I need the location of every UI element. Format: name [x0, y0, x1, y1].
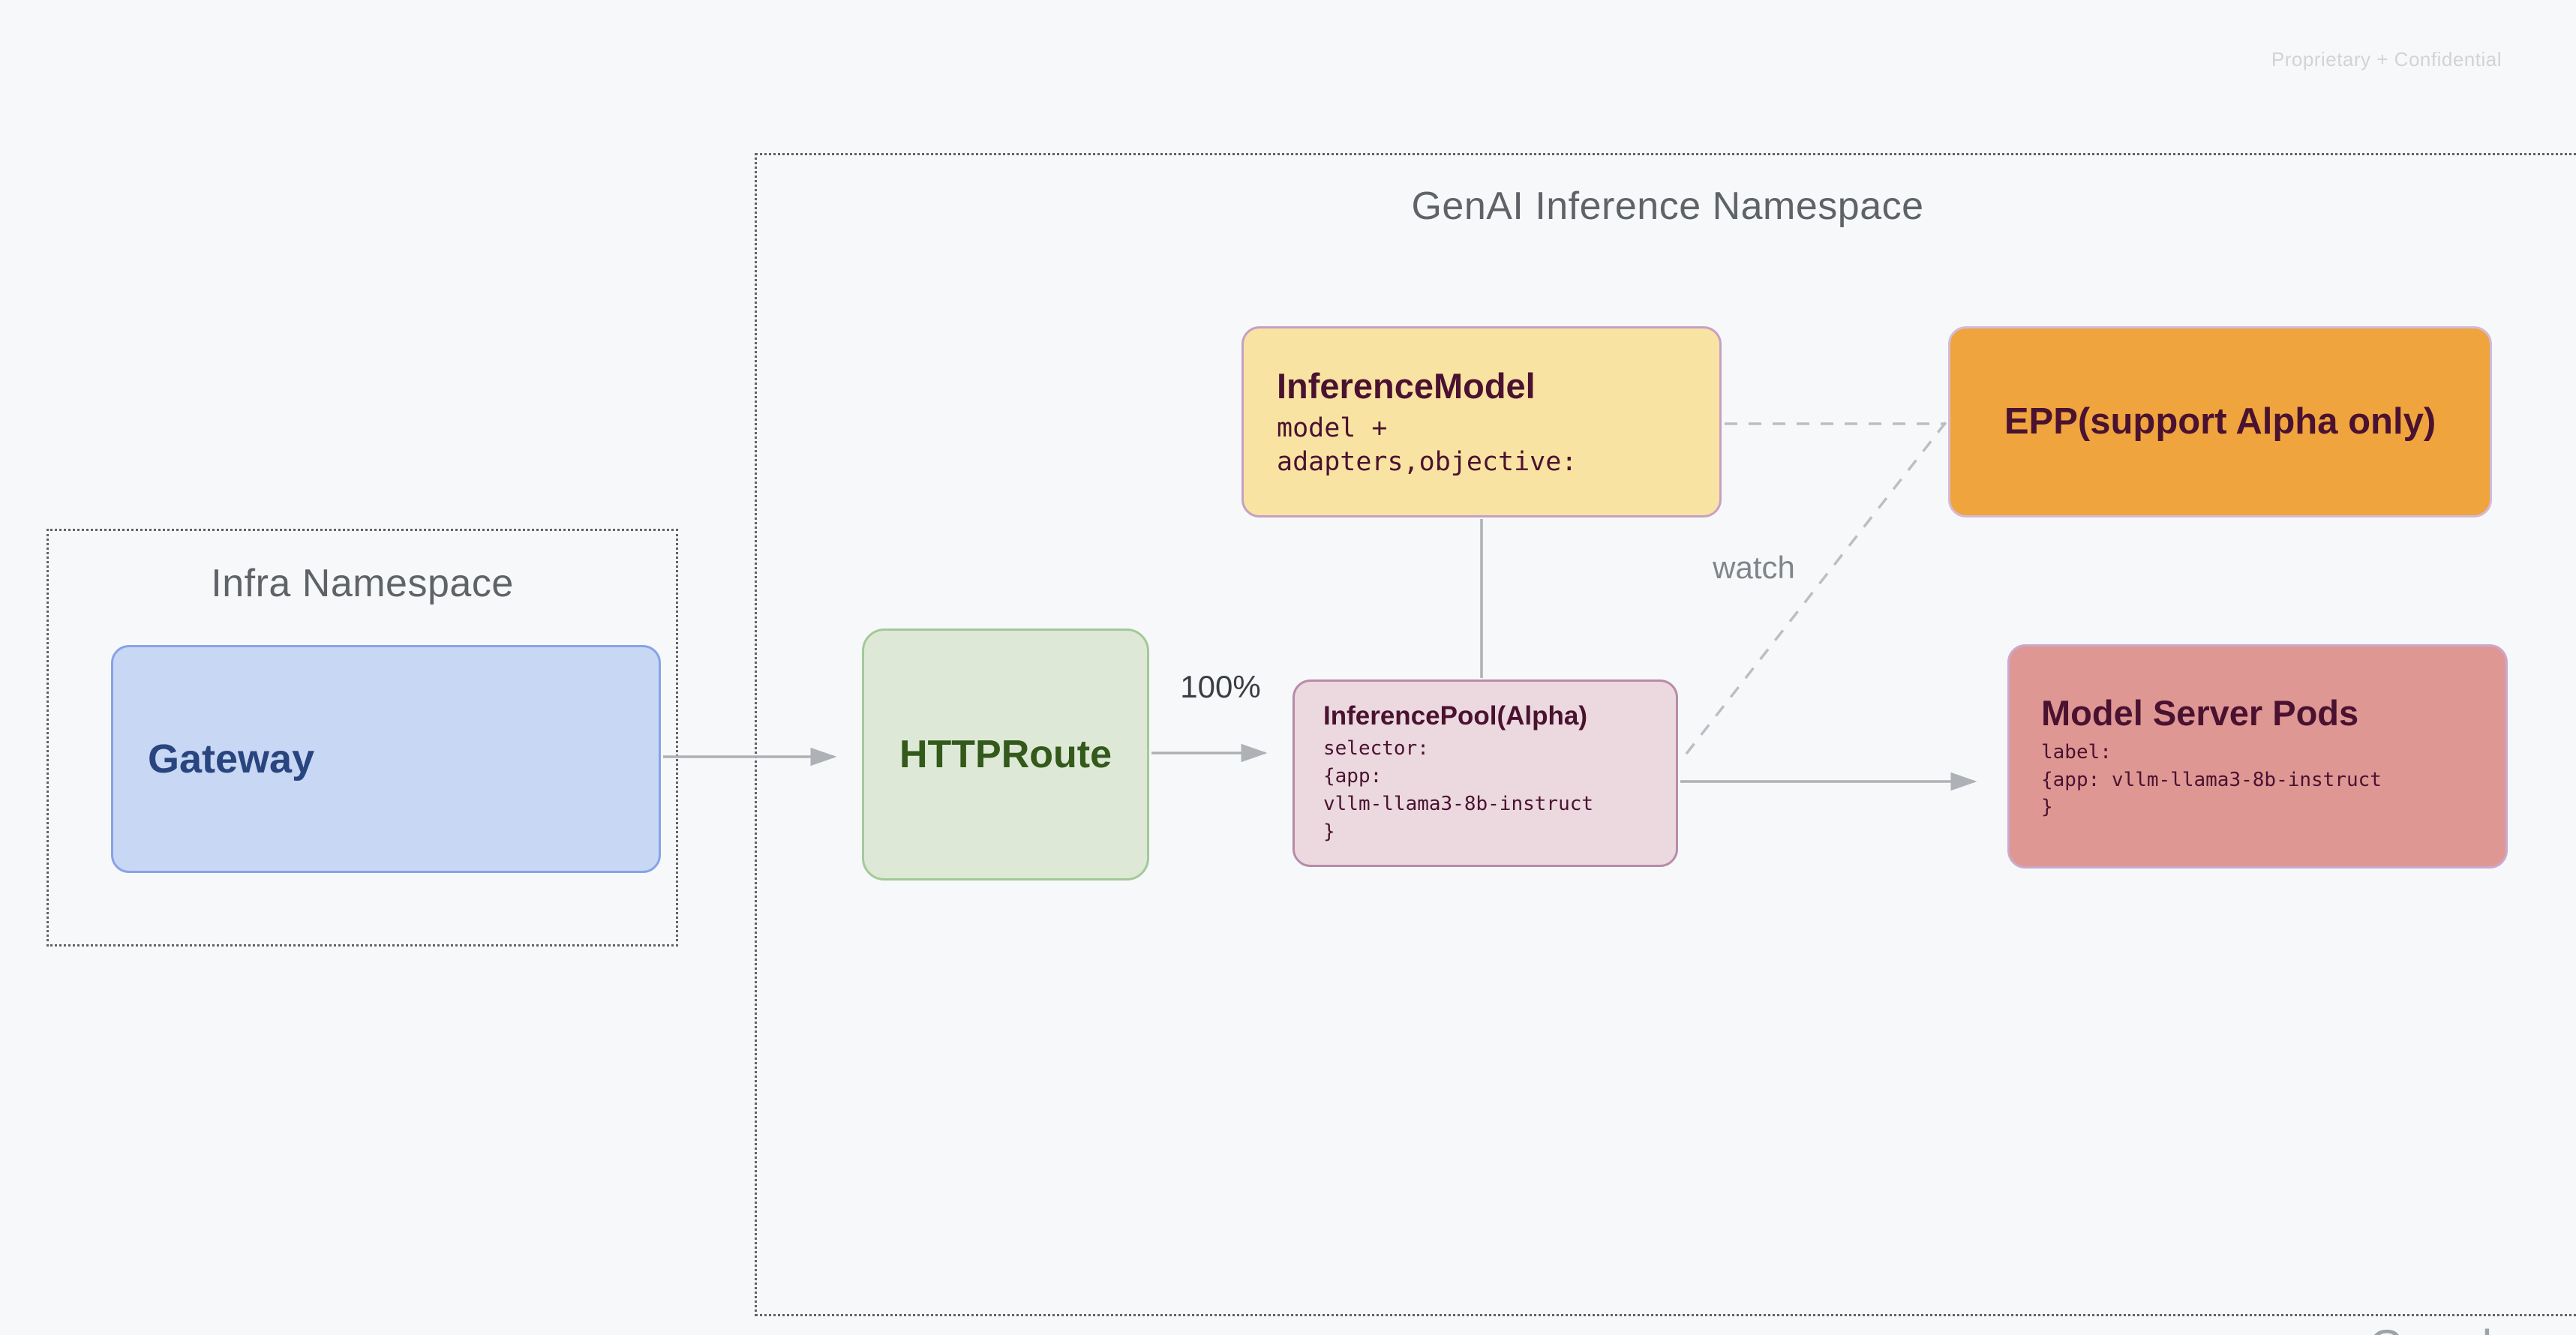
- watch-label: watch: [1713, 550, 1795, 585]
- traffic-split-label: 100%: [1180, 669, 1261, 704]
- infra-namespace-title: Infra Namespace: [211, 562, 514, 605]
- model-server-pods-node-spec: label: {app: vllm-llama3-8b-instruct }: [2041, 741, 2382, 818]
- httproute-node-title: HTTPRoute: [899, 732, 1112, 776]
- gateway-node-title: Gateway: [148, 736, 315, 782]
- httproute-node: HTTPRoute: [862, 628, 1149, 880]
- epp-node-title: EPP(support Alpha only): [2004, 401, 2436, 442]
- inference-pool-node: InferencePool(Alpha) selector: {app: vll…: [1293, 680, 1678, 867]
- inference-model-node-title: InferenceModel: [1277, 365, 1536, 406]
- genai-namespace-title: GenAI Inference Namespace: [1411, 184, 1924, 228]
- confidential-watermark: Proprietary + Confidential: [2271, 48, 2502, 70]
- inference-pool-node-spec: selector: {app: vllm-llama3-8b-instruct …: [1323, 737, 1594, 843]
- inference-model-node-spec: model + adapters,objective:: [1277, 412, 1578, 477]
- epp-node: EPP(support Alpha only): [1948, 326, 2492, 518]
- inference-model-node: InferenceModel model + adapters,objectiv…: [1241, 326, 1722, 518]
- genai-namespace-box: GenAI Inference Namespace: [755, 153, 2576, 1316]
- model-server-pods-node: Model Server Pods label: {app: vllm-llam…: [2007, 644, 2508, 868]
- infra-namespace-box: Infra Namespace: [47, 529, 678, 946]
- gateway-node: Gateway: [111, 645, 661, 873]
- google-logo-watermark: Google: [2369, 1320, 2518, 1335]
- model-server-pods-node-title: Model Server Pods: [2041, 692, 2359, 733]
- inference-pool-node-title: InferencePool(Alpha): [1323, 701, 1587, 731]
